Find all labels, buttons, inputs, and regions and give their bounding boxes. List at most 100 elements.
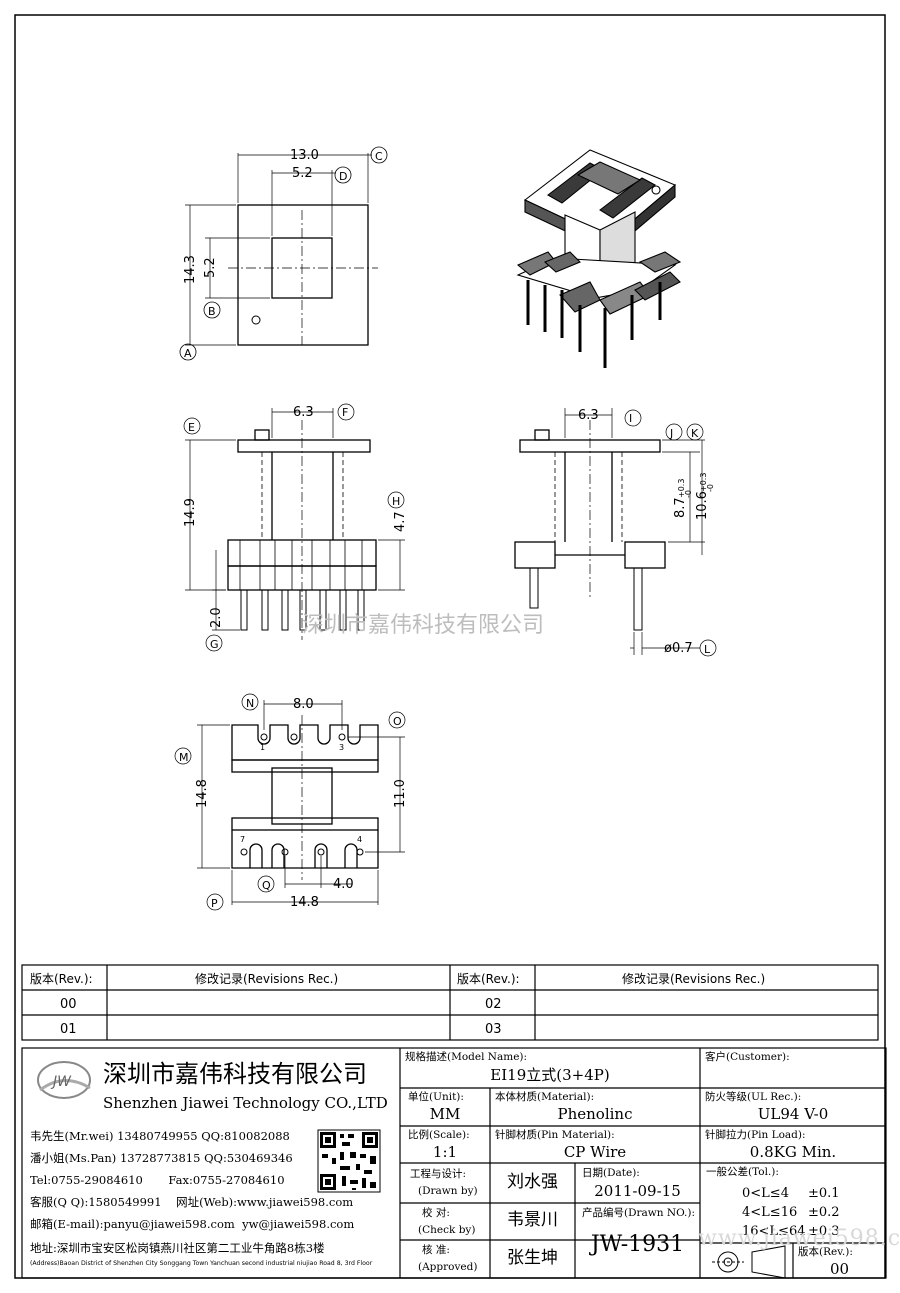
tol-side-total-plus: +0.3 (699, 473, 708, 492)
dim-side-core-height: 8.7 (673, 497, 688, 518)
pin-number-3: 3 (339, 743, 344, 752)
pin-material-value: CP Wire (563, 1143, 627, 1161)
dim-side-total-height: 10.6 (695, 491, 710, 520)
pin-material-label: 针脚材质(Pin Material): (495, 1129, 615, 1141)
scale-value: 1:1 (432, 1143, 458, 1161)
callout-h: H (392, 495, 400, 508)
tol-range-3: 16<L≤64 (742, 1224, 806, 1239)
contact-address-en: (Address)Baoan District of Shenzhen City… (30, 1260, 373, 1267)
dim-bottom-width: 14.8 (290, 895, 319, 910)
check-label: 校 对: (422, 1207, 450, 1219)
date-value: 2011-09-15 (594, 1182, 681, 1200)
rev-row-00: 00 (60, 997, 77, 1012)
callout-m: M (179, 751, 189, 764)
pin-number-1: 1 (260, 743, 265, 752)
callout-i: I (629, 412, 632, 425)
projection-symbol (712, 1245, 786, 1279)
title-block-grid (21, 1047, 887, 1279)
tol-side-total-minus: -0 (706, 484, 715, 492)
callout-g: G (210, 638, 219, 651)
tol-side-core-minus: -0 (684, 490, 693, 498)
contact-pan: 潘小姐(Ms.Pan) 13728773815 QQ:530469346 (30, 1151, 293, 1165)
dim-bottom-height: 14.8 (195, 779, 210, 808)
scale-label: 比例(Scale): (408, 1129, 470, 1141)
approved-label-en: (Approved) (418, 1261, 478, 1273)
top-view-outline (237, 204, 369, 346)
dim-front-base-height: 4.7 (393, 511, 408, 532)
material-label: 本体材质(Material): (495, 1091, 595, 1103)
model-label: 规格描述(Model Name): (405, 1051, 528, 1063)
callout-k: K (691, 427, 699, 440)
rev-row-03: 03 (485, 1022, 502, 1037)
revision-table (21, 964, 879, 1041)
ul-label: 防火等级(UL Rec.): (705, 1091, 802, 1103)
rev-value: 00 (829, 1260, 850, 1278)
tol-side-core-plus: +0.3 (677, 479, 686, 498)
date-label: 日期(Date): (582, 1167, 640, 1179)
top-view-pin1-mark (251, 315, 261, 325)
watermark: 深圳市嘉伟科技有限公司 (302, 613, 544, 638)
contact-tel-fax: Tel:0755-29084610 Fax:0755-27084610 (30, 1173, 285, 1187)
dim-side-core-width: 6.3 (578, 408, 599, 423)
callout-c: C (375, 150, 383, 163)
dim-bottom-row-spacing: 11.0 (393, 779, 408, 808)
drawing-no-label: 产品编号(Drawn NO.): (582, 1207, 696, 1219)
side-view (514, 408, 717, 657)
pin-load-value: 0.8KG Min. (749, 1143, 837, 1161)
dim-top-depth: 14.3 (183, 255, 198, 284)
approved-label: 核 准: (422, 1244, 450, 1256)
rev-header-left: 版本(Rev.): (30, 972, 93, 986)
callout-f: F (342, 406, 348, 419)
dim-top-core-depth: 5.2 (203, 257, 218, 278)
drawn-label-en: (Drawn by) (418, 1185, 478, 1197)
callout-o: O (393, 715, 402, 728)
watermark-url: www.jiawei598.com (698, 1226, 900, 1251)
dim-top-width: 13.0 (290, 148, 319, 163)
pin-number-7: 7 (240, 835, 245, 844)
callout-l: L (704, 643, 711, 656)
qr-code (317, 1129, 381, 1193)
top-view-labels: 13.0 5.2 14.3 5.2 C D B A (183, 148, 383, 360)
bottom-view (174, 693, 406, 911)
contact-address: 地址:深圳市宝安区松岗镇燕川社区第二工业牛角路8栋3楼 (30, 1241, 325, 1255)
bottom-view-labels: 8.0 14.8 11.0 4.0 14.8 N O M Q P 1 3 7 4 (179, 697, 408, 910)
front-top-flange (237, 439, 371, 453)
tol-value-2: ±0.2 (808, 1205, 840, 1220)
model-value: EI19立式(3+4P) (490, 1066, 610, 1084)
rev-row-02: 02 (485, 997, 502, 1012)
drawn-value: 刘水强 (507, 1172, 558, 1192)
callout-d: D (339, 170, 347, 183)
dim-side-pin-diameter: ø0.7 (664, 641, 693, 656)
dim-front-pin-length: 2.0 (209, 607, 224, 628)
contact-email: 邮箱(E-mail):panyu@jiawei598.com yw@jiawei… (30, 1217, 355, 1231)
rec-header-right: 修改记录(Revisions Rec.) (622, 971, 765, 986)
dim-bottom-pin-pitch: 4.0 (333, 877, 354, 892)
rev-row-01: 01 (60, 1022, 77, 1037)
dim-front-core-width: 6.3 (293, 405, 314, 420)
callout-j: J (669, 427, 673, 440)
drawn-label: 工程与设计: (410, 1168, 467, 1180)
callout-p: P (211, 897, 218, 910)
tolerance-label: 一般公差(Tol.): (706, 1166, 779, 1178)
pin-load-label: 针脚拉力(Pin Load): (705, 1129, 806, 1141)
company-name-cn: 深圳市嘉伟科技有限公司 (103, 1060, 367, 1088)
material-value: Phenolinc (557, 1105, 633, 1123)
pin-number-4: 4 (357, 835, 362, 844)
ul-value: UL94 V-0 (757, 1105, 829, 1123)
callout-b: B (208, 305, 216, 318)
company-logo: JW (37, 1061, 91, 1099)
callout-q: Q (262, 879, 271, 892)
dim-bottom-pin-span-top: 8.0 (293, 697, 314, 712)
top-view (179, 146, 388, 361)
tol-value-1: ±0.1 (808, 1186, 840, 1201)
dim-top-core-width: 5.2 (292, 166, 313, 181)
tol-range-2: 4<L≤16 (742, 1205, 798, 1220)
callout-e: E (188, 421, 195, 434)
front-view (183, 403, 405, 652)
contact-qq-web: 客服(Q Q):1580549991 网址(Web):www.jiawei598… (30, 1195, 354, 1209)
rev-header-right: 版本(Rev.): (457, 972, 520, 986)
tol-value-3: ±0.3 (808, 1224, 840, 1239)
check-label-en: (Check by) (418, 1224, 476, 1236)
logo-text: JW (50, 1074, 72, 1090)
